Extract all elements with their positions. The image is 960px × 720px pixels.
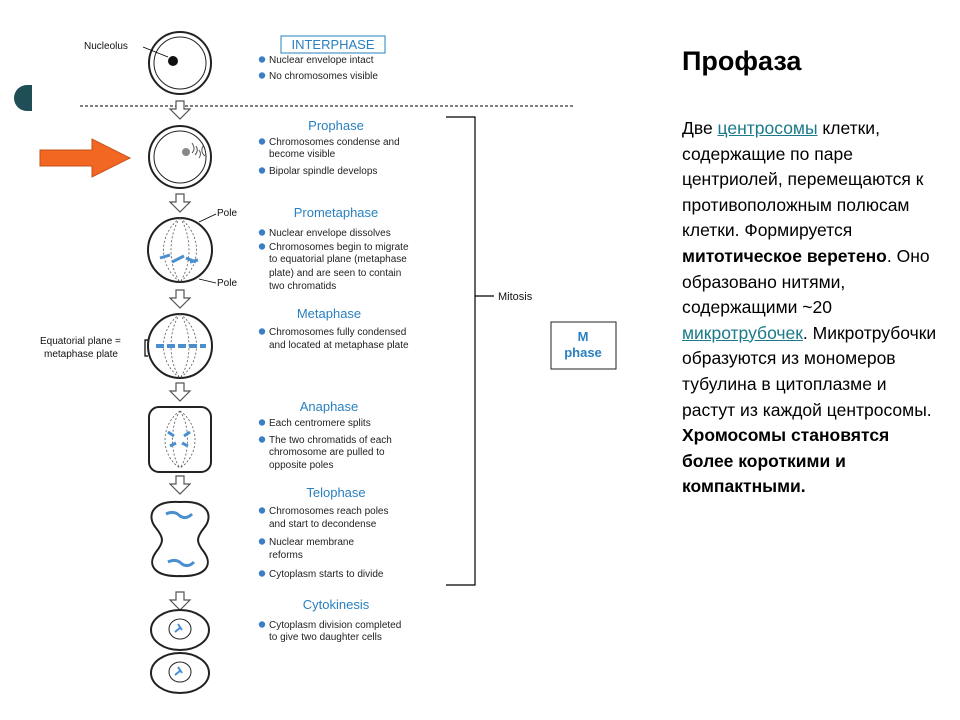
link-centrosomes[interactable]: центросомы (717, 118, 818, 138)
stage-bullet-dot (258, 419, 266, 426)
stage-bullet-text: to equatorial plane (metaphase (269, 254, 407, 265)
stage-title-5: Telophase (306, 485, 365, 500)
pole-label-bottom: Pole (217, 278, 237, 289)
stage-bullet-text: to give two daughter cells (269, 632, 382, 643)
m-phase-line1: M (578, 329, 589, 344)
stage-bullet-dot (258, 328, 266, 335)
stage-bullet-dot (258, 507, 266, 514)
mitosis-bracket (446, 116, 476, 586)
stage-bullet-text: Nuclear envelope dissolves (269, 228, 391, 239)
stage-bullet-text: Chromosomes fully condensed (269, 327, 406, 338)
metaphase-cell (147, 313, 213, 379)
stage-bullet-text: reforms (269, 550, 303, 561)
step-arrows (168, 100, 192, 611)
m-phase-box (550, 321, 617, 370)
stage-bullet-text: The two chromatids of each (269, 435, 392, 446)
m-phase-line2: phase (564, 345, 602, 360)
link-microtubules[interactable]: микротрубочек (682, 322, 803, 343)
stage-bullet-text: Chromosomes begin to migrate (269, 242, 409, 253)
slide-body: Две центросомы клетки, содержащие по пар… (682, 116, 944, 500)
stage-bullet-text: Chromosomes condense and (269, 137, 400, 148)
stage-bullet-dot (258, 229, 266, 236)
stage-title-1: Prophase (308, 118, 364, 133)
stage-bullet-text: chromosome are pulled to (269, 447, 385, 458)
stage-bullet-text: No chromosomes visible (269, 71, 378, 82)
stage-bullet-text: Cytoplasm division completed (269, 620, 401, 631)
pole-pointer-top (198, 213, 217, 223)
interphase-cell (148, 31, 212, 95)
stage-bullet-text: and start to decondense (269, 519, 377, 530)
stage-bullet-dot (258, 56, 266, 63)
nucleolus-label: Nucleolus (84, 41, 128, 52)
stage-title-6: Cytokinesis (303, 597, 370, 612)
telophase-cell (150, 500, 210, 578)
stage-bullet-text: Cytoplasm starts to divide (269, 569, 384, 580)
stage-bullet-text: become visible (269, 149, 336, 160)
stage-descriptions: INTERPHASE Nuclear envelope intact No chro… (258, 37, 409, 643)
body-text-3: . Оно образовано нитями, содержащими ~20 (682, 245, 930, 318)
stage-bullet-dot (258, 167, 266, 174)
stage-title-0: INTERPHASE (291, 37, 374, 52)
cytokinesis-cells (150, 609, 210, 694)
stage-bullet-dot (258, 138, 266, 145)
stage-bullet-dot (258, 570, 266, 577)
interphase-title-box (280, 35, 386, 54)
stage-bullet-text: opposite poles (269, 460, 334, 471)
current-stage-arrow (39, 138, 132, 178)
stage-bullet-text: two chromatids (269, 281, 336, 292)
anaphase-cell (148, 406, 212, 473)
body-text-1: Две (682, 118, 718, 138)
stage-bullet-text: Each centromere splits (269, 418, 371, 429)
body-bold-chromosomes: Хромосомы становятся более короткими и к… (682, 425, 890, 497)
body-text-2: клетки, содержащие по паре центриолей, п… (682, 118, 924, 241)
stage-bullet-dot (258, 621, 266, 628)
body-text-4: . Микротрубочки образуются из мономеров … (682, 322, 937, 420)
prophase-cell (148, 125, 212, 189)
nucleolus-pointer (142, 46, 169, 58)
stage-bullet-dot (258, 72, 266, 79)
mitosis-diagram: Nucleolus Pole Pole Equatorial plane = m… (39, 31, 617, 694)
slide-title: Профаза (682, 46, 802, 76)
stage-bullet-dot (258, 538, 266, 545)
stage-bullet-text: Nuclear envelope intact (269, 55, 374, 66)
body-bold-spindle: митотическое веретено (682, 245, 887, 266)
prometaphase-cell (147, 217, 213, 283)
stage-bullet-text: plate) and are seen to contain (269, 268, 401, 279)
text-panel: Профаза Две центросомы клетки, содержащи… (682, 44, 944, 500)
stage-title-2: Prometaphase (294, 205, 379, 220)
stage-bullet-dot (258, 436, 266, 443)
stage-title-4: Anaphase (300, 399, 359, 414)
stage-bullet-text: Bipolar spindle develops (269, 166, 377, 177)
slide-bullet-marker (14, 85, 32, 111)
pole-pointer-bottom (198, 278, 217, 284)
stage-bullet-text: Chromosomes reach poles (269, 506, 389, 517)
equatorial-bracket (144, 339, 148, 357)
equatorial-label-line1: Equatorial plane = (40, 336, 121, 347)
equatorial-label-line2: metaphase plate (44, 349, 118, 360)
stage-bullet-dot (258, 243, 266, 250)
stage-title-3: Metaphase (297, 306, 361, 321)
pole-label-top: Pole (217, 208, 237, 219)
mitosis-label: Mitosis (498, 291, 533, 303)
stage-bullet-text: Nuclear membrane (269, 537, 354, 548)
stage-bullet-text: and located at metaphase plate (269, 340, 409, 351)
